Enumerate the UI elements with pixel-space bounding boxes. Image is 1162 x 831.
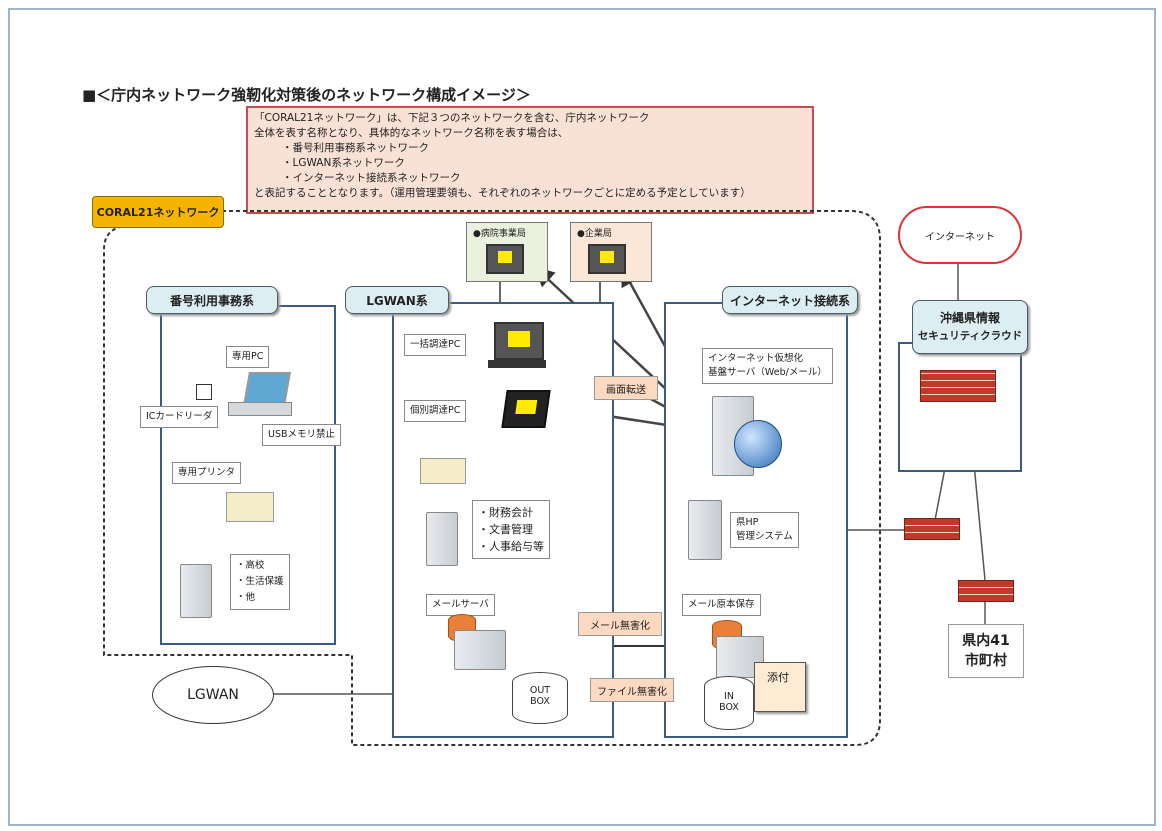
bulk-pc-label: 一括調達PC bbox=[404, 334, 467, 356]
virtual-server-label: インターネット仮想化 基盤サーバ（Web/メール） bbox=[702, 348, 833, 384]
security-cloud-header: 沖縄県情報 セキュリティクラウド bbox=[912, 300, 1028, 354]
mail-server-label: メールサーバ bbox=[426, 594, 495, 616]
dedicated-printer-label: 専用プリンタ bbox=[172, 462, 242, 484]
server-icon bbox=[688, 500, 722, 560]
coral-network-label: CORAL21ネットワーク bbox=[92, 196, 224, 228]
page-frame bbox=[8, 8, 1156, 826]
firewall-icon bbox=[958, 580, 1014, 602]
mynumber-server-label: ・高校 ・生活保護 ・他 bbox=[230, 554, 290, 610]
attachment-doc: 添付 bbox=[754, 662, 806, 712]
monitor-icon bbox=[486, 244, 524, 274]
outbox-icon: OUT BOX bbox=[512, 672, 568, 724]
note-line: 全体を表す名称となり、具体的なネットワーク名称を表す場合は、 bbox=[254, 127, 569, 139]
zone-lgwan-header: LGWAN系 bbox=[345, 286, 449, 314]
firewall-icon bbox=[904, 518, 960, 540]
card-reader-icon bbox=[196, 384, 212, 400]
zone-mynumber-header: 番号利用事務系 bbox=[146, 286, 278, 314]
inbox-icon: IN BOX bbox=[704, 676, 754, 730]
mail-sanitize-tag: メール無害化 bbox=[578, 612, 662, 636]
server-icon bbox=[426, 512, 458, 566]
lgwan-ellipse: LGWAN bbox=[152, 666, 274, 724]
laptop-icon bbox=[494, 322, 544, 360]
note-line: ・インターネット接続系ネットワーク bbox=[282, 172, 461, 184]
usb-forbidden-label: USBメモリ禁止 bbox=[262, 424, 342, 446]
laptop-base bbox=[228, 402, 292, 416]
individual-pc-label: 個別調達PC bbox=[404, 400, 467, 422]
security-cloud-zone bbox=[898, 342, 1022, 472]
lgwan-server-label: ・財務会計 ・文書管理 ・人事給与等 bbox=[472, 500, 550, 559]
laptop-base bbox=[488, 360, 546, 368]
page-title: ■＜庁内ネットワーク強靭化対策後のネットワーク構成イメージ＞ bbox=[82, 86, 531, 104]
server-icon bbox=[180, 564, 212, 618]
card-reader-label: ICカードリーダ bbox=[140, 406, 219, 428]
coral-boundary bbox=[103, 210, 881, 746]
dedicated-pc-label: 専用PC bbox=[226, 346, 270, 368]
screen-transfer-tag: 画面転送 bbox=[594, 376, 658, 400]
internet-cloud: インターネット bbox=[898, 206, 1022, 264]
zone-internet-header: インターネット接続系 bbox=[722, 286, 858, 314]
globe-icon bbox=[734, 420, 782, 468]
server-icon bbox=[454, 630, 506, 670]
monitor-icon bbox=[588, 244, 626, 274]
printer-icon bbox=[226, 492, 274, 522]
municipalities-box: 県内41 市町村 bbox=[948, 624, 1024, 678]
note-line: と表記することとなります。（運用管理要領も、それぞれのネットワークごとに定める予… bbox=[254, 187, 751, 199]
note-line: 「CORAL21ネットワーク」は、下記３つのネットワークを含む、庁内ネットワーク bbox=[254, 112, 650, 124]
firewall-icon bbox=[920, 370, 996, 402]
file-sanitize-tag: ファイル無害化 bbox=[590, 678, 674, 702]
note-line: ・番号利用事務系ネットワーク bbox=[282, 142, 429, 154]
hp-system-label: 県HP 管理システム bbox=[730, 512, 799, 548]
laptop-icon bbox=[243, 372, 291, 406]
printer-icon bbox=[420, 458, 466, 484]
note-line: ・LGWAN系ネットワーク bbox=[282, 157, 405, 169]
mail-store-label: メール原本保存 bbox=[682, 594, 761, 616]
note-box: 「CORAL21ネットワーク」は、下記３つのネットワークを含む、庁内ネットワーク… bbox=[246, 106, 814, 214]
laptop-icon bbox=[501, 390, 551, 428]
